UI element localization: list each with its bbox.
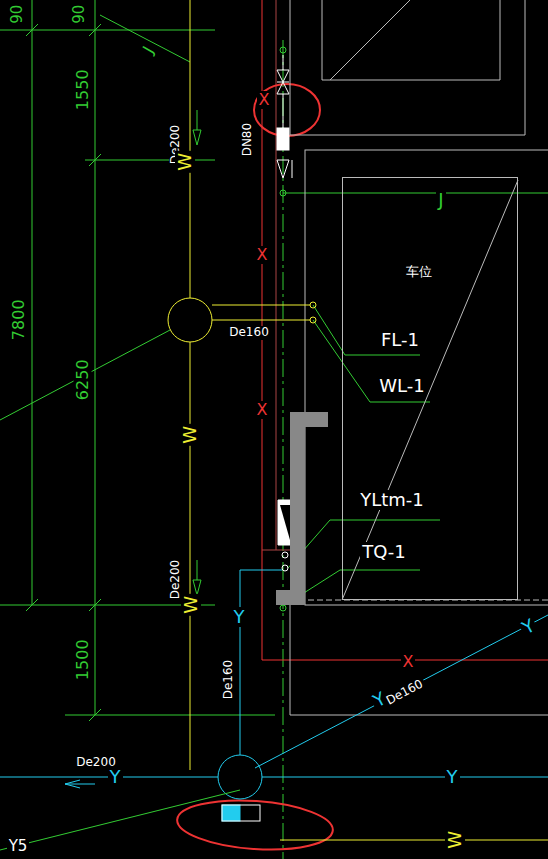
drawing-label: De160 (227, 326, 271, 339)
drawing-label: YLtm-1 (358, 490, 426, 510)
parking-space: 车位 (342, 177, 518, 600)
drawing-label: 1550 (73, 68, 91, 113)
drawing-label: X (401, 653, 416, 671)
drawing-label: 90 (72, 2, 89, 25)
drawing-label: DN80 (241, 121, 254, 159)
drawing-label: Y5 (7, 838, 30, 855)
drawing-label: Y (517, 615, 540, 640)
drawing-label: X (255, 401, 270, 419)
drawing-label: De160 (222, 658, 235, 702)
drawing-label: 6250 (73, 358, 91, 403)
drawing-label: 90 (10, 2, 27, 25)
drawing-label: De160 (383, 677, 428, 709)
drawing-label: J (436, 190, 445, 210)
drawing-label: X (257, 91, 272, 109)
drawing-label: W (175, 151, 195, 173)
drawing-label: Y (445, 767, 460, 787)
drawing-label: Y (108, 767, 123, 787)
drawing-label: TQ-1 (360, 542, 408, 562)
drawing-label: W (180, 424, 200, 446)
drawing-label: W (445, 829, 465, 851)
drawing-label: 1500 (73, 638, 91, 683)
drawing-label: W (181, 594, 201, 616)
drawing-label: X (255, 246, 270, 264)
space-label: 车位 (406, 264, 432, 280)
drawing-label: WL-1 (377, 376, 426, 396)
drawing-label: J (138, 42, 158, 58)
drawing-label: Y (232, 607, 247, 627)
drawing-label: FL-1 (379, 330, 421, 350)
drawing-label: 7800 (9, 298, 27, 343)
